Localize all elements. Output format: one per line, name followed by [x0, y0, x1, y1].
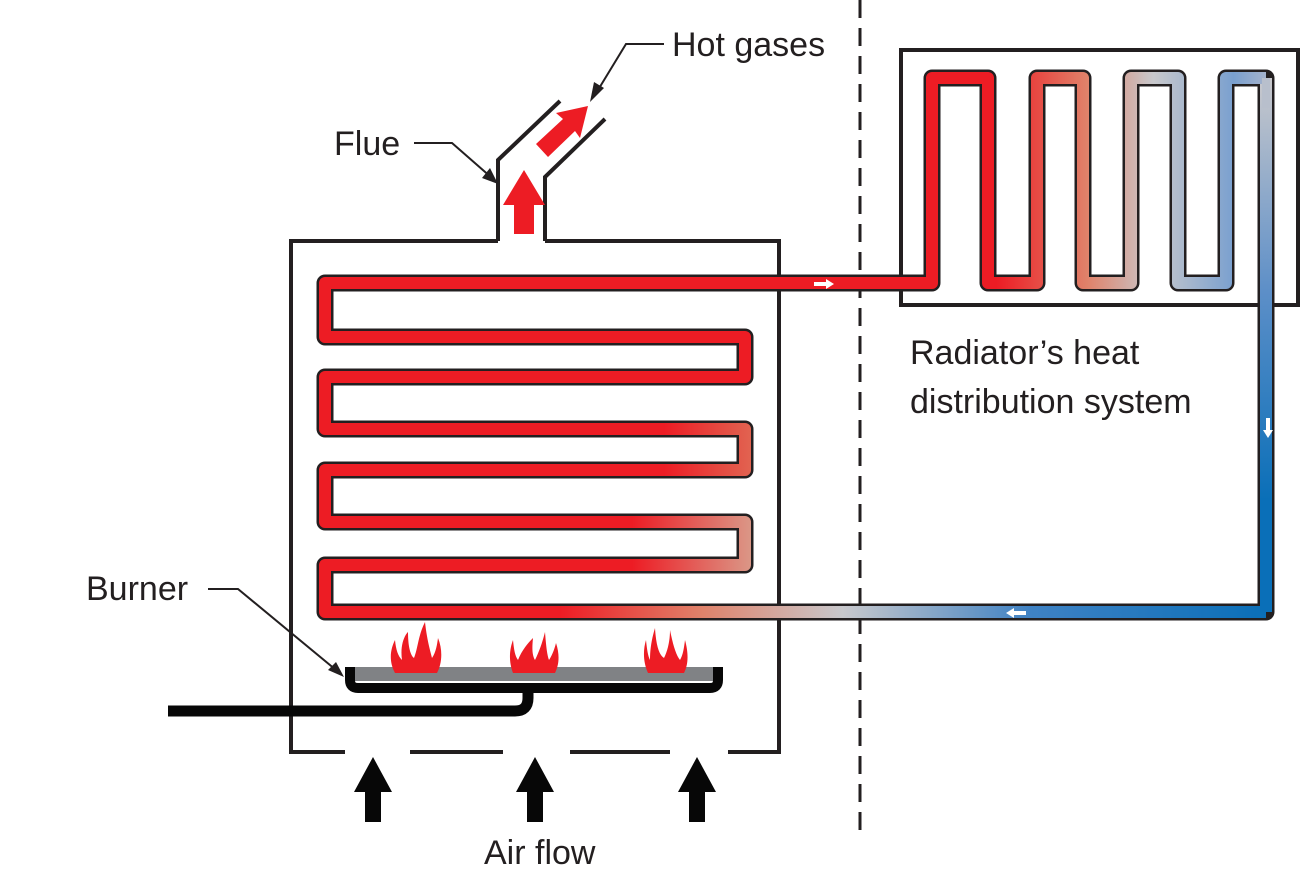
heat-exchanger-pipe [319, 277, 905, 435]
leader-arrowhead [590, 82, 604, 102]
flame-icon [390, 622, 442, 673]
flue-leader-line [414, 142, 493, 179]
heat-exchanger-pipe-segment [319, 464, 600, 528]
leader-arrowhead [482, 168, 498, 184]
heat-exchanger-pipe-segment [600, 516, 751, 571]
hot-gas-arrow-icon [503, 106, 588, 234]
burner-leader-line [208, 588, 337, 671]
heat-exchanger-pipe-segment [319, 559, 600, 618]
hot-gases-label: Hot gases [672, 26, 825, 64]
hot-gases-leader-line [597, 43, 664, 91]
radiator-box [899, 48, 1300, 307]
furnace-cabinet [289, 239, 781, 754]
burner [345, 667, 723, 693]
flame-icon [509, 632, 559, 673]
flow-direction-arrow-icon [814, 279, 1273, 618]
radiator-coil [905, 72, 1266, 289]
gas-supply-pipe [168, 688, 534, 717]
radiator-label-line2: distribution system [910, 383, 1192, 421]
flame-icon [643, 628, 688, 673]
leader-arrowhead [328, 662, 344, 677]
flue [496, 99, 607, 241]
flue-label: Flue [334, 125, 400, 163]
radiator-label-line1: Radiator’s heat [910, 334, 1140, 372]
burner-label: Burner [86, 570, 188, 608]
air-flow-label: Air flow [484, 834, 596, 872]
radiator-coil-joint [1262, 78, 1270, 108]
air-flow-arrow-icon [354, 757, 716, 822]
heat-exchanger-pipe-segment [600, 423, 751, 476]
burner-plate [350, 667, 716, 681]
